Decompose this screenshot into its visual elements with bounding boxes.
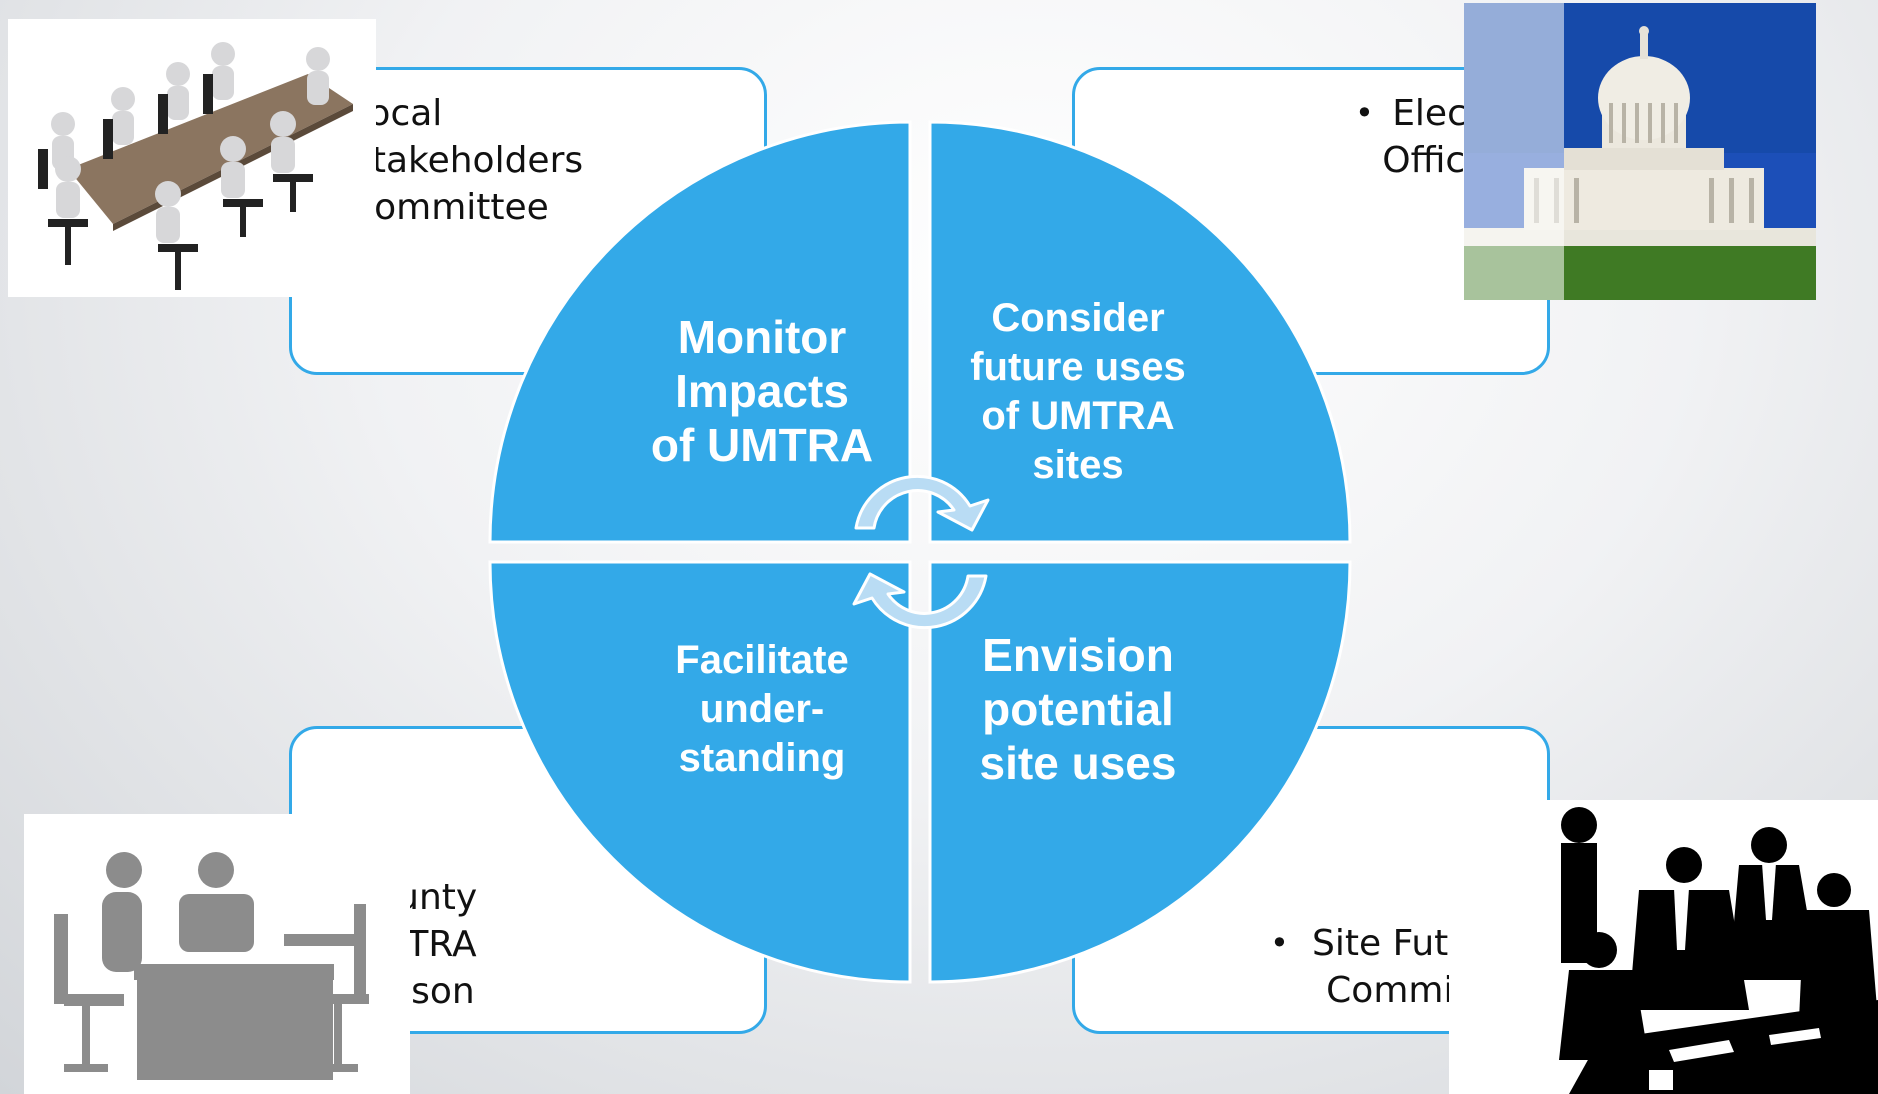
quadrant-bottom-left (488, 560, 912, 984)
meeting-sketch-image (1449, 800, 1878, 1094)
bullet-bottom-right: • (1270, 924, 1289, 962)
quadrant-top-left (488, 120, 912, 544)
quadrant-label-consider: Consider future uses of UMTRA sites (970, 296, 1186, 487)
quadrant-top-right (928, 120, 1352, 544)
group-local-stakeholders: Local Stakeholders Committee (349, 93, 584, 228)
boardroom-figures-image (8, 19, 376, 297)
quadrant-label-monitor: Monitor Impacts of UMTRA (650, 311, 874, 471)
bullet-top-right: • (1355, 94, 1374, 132)
office-desk-pictogram-image (24, 814, 410, 1094)
quadrant-label-envision: Envision potential site uses (979, 629, 1177, 789)
quadrant-bottom-right (928, 560, 1352, 984)
cycle-arrows-icon (852, 474, 990, 630)
quadrant-label-facilitate: Facilitate under- standing (675, 638, 849, 780)
capitol-building-image (1464, 3, 1816, 300)
